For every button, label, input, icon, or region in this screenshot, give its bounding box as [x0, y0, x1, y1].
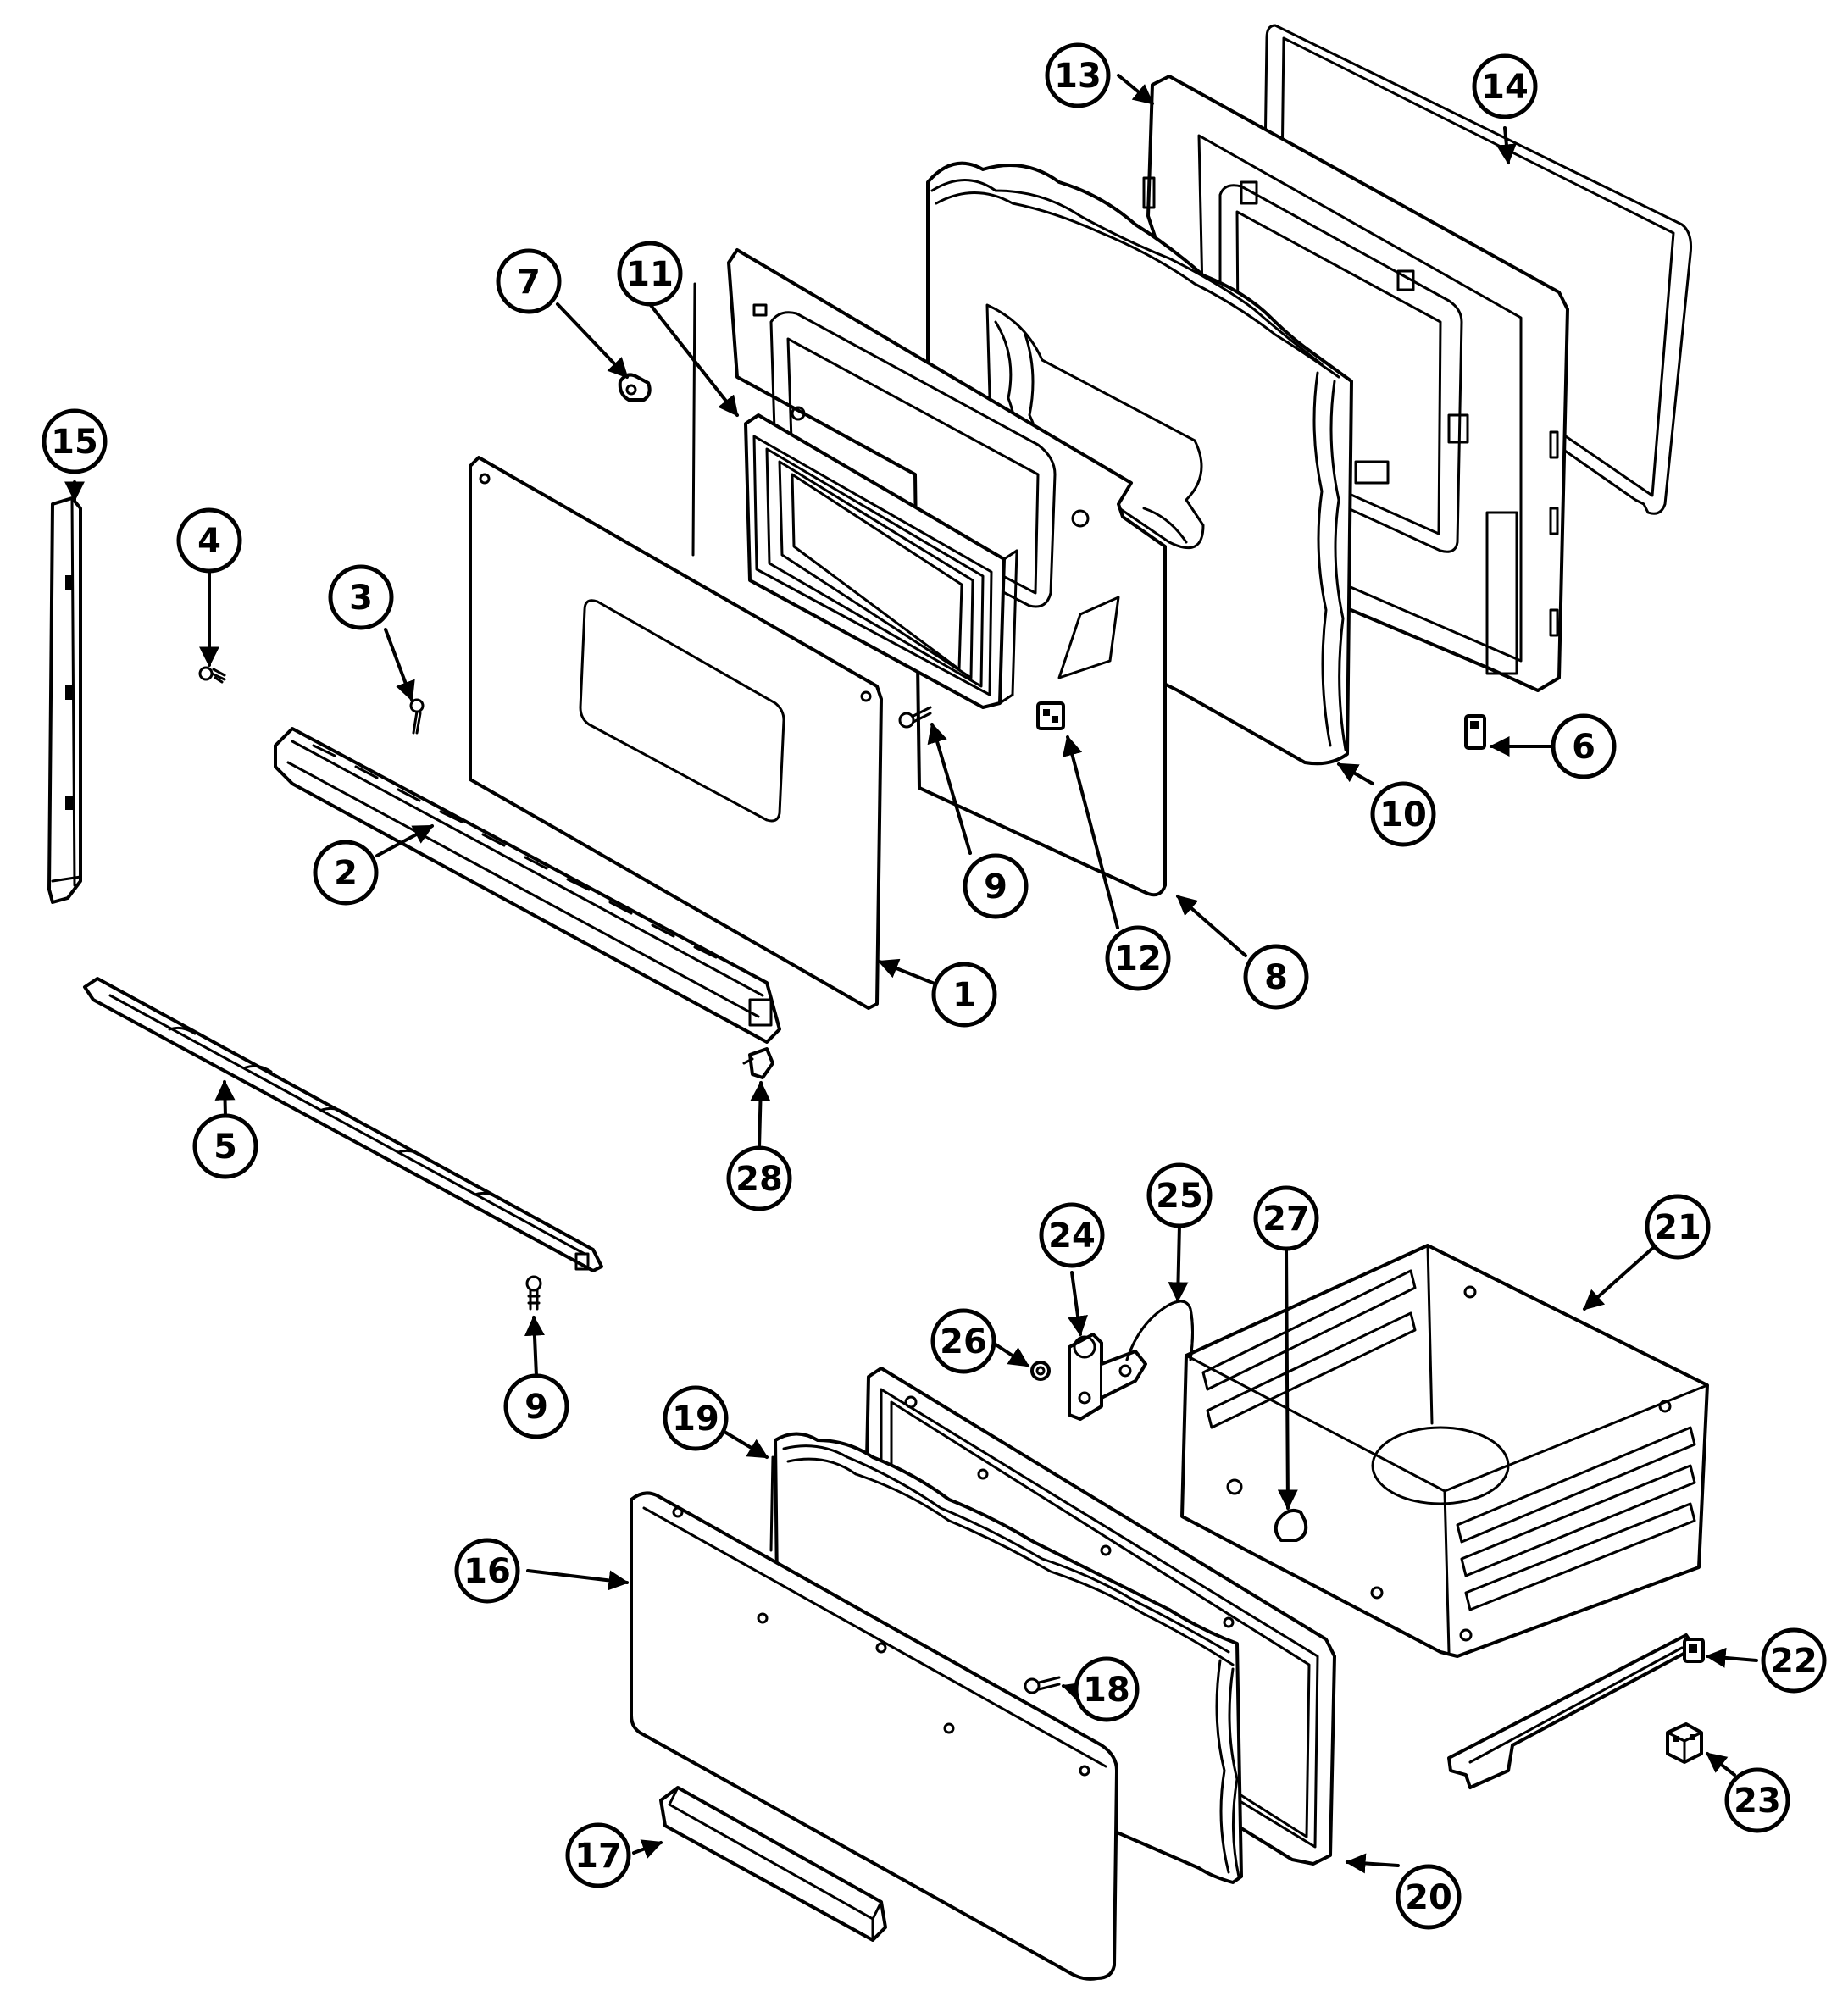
part-26-nut	[1030, 1361, 1051, 1381]
part-5-lower-trim-strip	[83, 977, 603, 1272]
callout-8-label: 8	[1264, 958, 1288, 997]
part-11-window-glass-pack	[744, 413, 1018, 709]
part-12-clip	[1036, 701, 1065, 730]
part-19-reference-line	[769, 1455, 774, 1552]
callout-2: 2	[313, 840, 379, 906]
callout-17-label: 17	[574, 1837, 622, 1876]
part-17-drawer-handle	[659, 1786, 887, 1942]
callout-20-label: 20	[1405, 1878, 1452, 1917]
callout-9-lower: 9	[503, 1373, 569, 1439]
callout-1-label: 1	[952, 976, 976, 1015]
callout-14-label: 14	[1481, 68, 1529, 107]
callout-25-label: 25	[1156, 1177, 1203, 1216]
part-3-screw	[409, 698, 425, 735]
part-21-drawer-body	[1180, 1244, 1709, 1658]
callout-9-upper: 9	[963, 853, 1029, 919]
part-27-drawer-stop	[1274, 1509, 1308, 1542]
callout-9-upper-label: 9	[984, 868, 1007, 906]
callout-6-label: 6	[1572, 728, 1595, 767]
part-4-screw	[198, 666, 226, 684]
callout-18: 18	[1074, 1656, 1140, 1722]
callout-9-lower-label: 9	[524, 1388, 548, 1427]
part-16-drawer-front	[630, 1491, 1118, 1981]
callout-13: 13	[1045, 42, 1111, 108]
callout-18-label: 18	[1083, 1671, 1130, 1710]
part-2-door-handle	[274, 727, 781, 1044]
callout-17: 17	[565, 1822, 631, 1888]
callout-8: 8	[1243, 944, 1309, 1010]
part-28-end-cap	[742, 1047, 774, 1079]
callout-1: 1	[931, 962, 997, 1028]
callout-28: 28	[726, 1145, 792, 1211]
leader-lines	[64, 74, 1758, 1874]
callout-2-label: 2	[334, 854, 358, 893]
part-23-clip	[1666, 1722, 1703, 1764]
callout-15: 15	[42, 408, 108, 474]
callout-23: 23	[1724, 1767, 1790, 1833]
callout-24: 24	[1039, 1202, 1105, 1268]
callout-11-label: 11	[626, 255, 674, 294]
callout-26-label: 26	[940, 1322, 987, 1361]
part-9-screw-upper	[898, 706, 932, 729]
part-1-outer-door-panel	[469, 456, 883, 1010]
callout-10: 10	[1370, 781, 1436, 847]
callout-26: 26	[930, 1308, 996, 1374]
callout-7: 7	[496, 248, 562, 314]
callout-4-label: 4	[197, 522, 221, 561]
callout-7-label: 7	[517, 263, 541, 302]
callout-28-label: 28	[735, 1160, 783, 1199]
part-22-drawer-slide	[1447, 1633, 1705, 1789]
callout-19: 19	[663, 1385, 729, 1451]
callout-14: 14	[1472, 53, 1538, 119]
part-18-screw	[1024, 1676, 1061, 1694]
callout-21-label: 21	[1654, 1208, 1701, 1247]
callout-20: 20	[1396, 1864, 1462, 1930]
callout-25: 25	[1146, 1162, 1213, 1228]
callout-13-label: 13	[1054, 57, 1102, 96]
callout-21: 21	[1645, 1194, 1711, 1260]
callout-3-label: 3	[349, 579, 373, 618]
callout-3: 3	[328, 564, 394, 630]
callout-27: 27	[1253, 1185, 1319, 1251]
callout-5-label: 5	[214, 1128, 237, 1167]
callout-15-label: 15	[51, 423, 98, 462]
callout-19-label: 19	[672, 1400, 719, 1439]
callout-16-label: 16	[463, 1552, 511, 1591]
callout-10-label: 10	[1379, 796, 1427, 834]
callout-4: 4	[176, 507, 242, 574]
part-15-side-trim	[47, 496, 82, 904]
callout-27-label: 27	[1263, 1200, 1310, 1239]
callout-22-label: 22	[1770, 1642, 1817, 1681]
callout-24-label: 24	[1048, 1217, 1096, 1256]
callout-12-label: 12	[1114, 940, 1162, 979]
callout-11: 11	[617, 241, 683, 307]
part-9-screw-lower	[525, 1275, 542, 1311]
callout-5: 5	[192, 1113, 258, 1179]
callout-6: 6	[1551, 713, 1617, 779]
callout-12: 12	[1105, 925, 1171, 991]
part-6-clip	[1464, 714, 1486, 750]
callout-23-label: 23	[1734, 1782, 1781, 1821]
part-24-bracket	[1068, 1333, 1147, 1421]
part-19-drawer-insulation	[774, 1432, 1243, 1884]
callout-16: 16	[454, 1538, 520, 1604]
part-11-reference-line	[691, 282, 696, 557]
callout-22: 22	[1761, 1627, 1827, 1694]
part-7-hinge-bushing	[618, 373, 652, 402]
